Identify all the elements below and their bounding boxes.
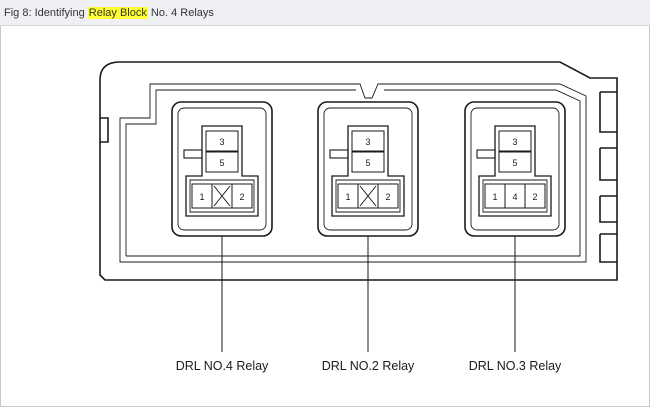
- relay-socket: [464, 101, 566, 237]
- pin-number: 3: [365, 137, 370, 147]
- connector-body: [185, 125, 259, 217]
- relay-label: DRL NO.3 Relay: [469, 359, 562, 373]
- pin-cell: [231, 183, 253, 209]
- unused-pin-mark: [359, 185, 377, 207]
- socket-inner: [323, 107, 413, 231]
- connector-body: [478, 125, 552, 217]
- pin-cell: [351, 151, 385, 173]
- housing-left-clip: [100, 117, 109, 143]
- pin-cell: [205, 130, 239, 152]
- pin-number: 2: [385, 192, 390, 202]
- pin-number: 3: [219, 137, 224, 147]
- relay-socket: [317, 101, 419, 237]
- pin-cell: [377, 183, 399, 209]
- relay-socket: [171, 101, 273, 237]
- connector-key: [476, 149, 496, 159]
- pin-number: 2: [532, 192, 537, 202]
- pin-cell: [498, 130, 532, 152]
- housing-outer: [99, 61, 618, 281]
- connector-key: [183, 149, 203, 159]
- socket-inner: [177, 107, 267, 231]
- pin-number: 2: [239, 192, 244, 202]
- pin-number: 1: [345, 192, 350, 202]
- housing-right-tabs: [599, 91, 617, 263]
- connector-body: [331, 125, 405, 217]
- housing-inner-rail: [119, 83, 587, 263]
- pin-cell: [498, 151, 532, 173]
- pin-number: 3: [512, 137, 517, 147]
- pin-number: 5: [512, 158, 517, 168]
- pin-number: 5: [365, 158, 370, 168]
- pin-number: 4: [512, 192, 517, 202]
- caption-suffix: No. 4 Relays: [147, 7, 214, 19]
- caption-bar: Fig 8: Identifying Relay Block No. 4 Rel…: [0, 0, 650, 26]
- unused-pin-mark: [213, 185, 231, 207]
- connector-lower-frame: [482, 179, 548, 213]
- socket-inner: [470, 107, 560, 231]
- relay-label: DRL NO.2 Relay: [322, 359, 415, 373]
- pin-cell: [205, 151, 239, 173]
- pin-cell: [524, 183, 546, 209]
- pin-number: 1: [492, 192, 497, 202]
- pin-cell: [351, 130, 385, 152]
- relay-label: DRL NO.4 Relay: [176, 359, 269, 373]
- figure-caption: Fig 8: Identifying Relay Block No. 4 Rel…: [4, 7, 214, 19]
- connector-key: [329, 149, 349, 159]
- pin-number: 5: [219, 158, 224, 168]
- caption-highlight: Relay Block: [87, 7, 148, 19]
- connector-lower-frame: [335, 179, 401, 213]
- pin-number: 1: [199, 192, 204, 202]
- connector-lower-frame: [189, 179, 255, 213]
- housing-inner-rail-2: [125, 89, 581, 257]
- caption-prefix: Fig 8: Identifying: [4, 7, 88, 19]
